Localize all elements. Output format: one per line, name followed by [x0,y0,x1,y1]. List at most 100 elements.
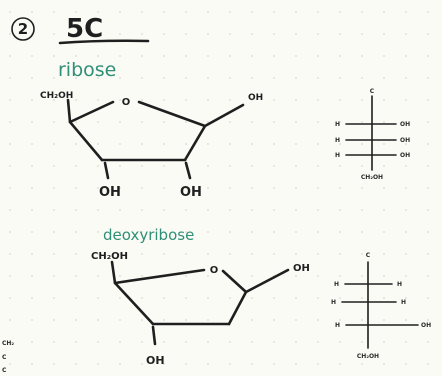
paper-dot [295,165,297,167]
ribose-bond-o-c1 [137,100,207,128]
paper-dot [9,253,11,255]
paper-dot [405,99,407,101]
paper-dot [405,77,407,79]
paper-dot [9,11,11,13]
paper-dot [361,33,363,35]
paper-dot [427,55,429,57]
paper-dot [163,121,165,123]
paper-dot [273,11,275,13]
paper-dot [383,143,385,145]
paper-dot [295,55,297,57]
paper-dot [53,77,55,79]
paper-dot [251,253,253,255]
paper-dot [53,165,55,167]
paper-dot [31,253,33,255]
ribose-fischer-projection: C H H H OH OH OH CH₂OH [335,88,410,181]
paper-dot [53,99,55,101]
paper-dot [339,143,341,145]
paper-dot [31,275,33,277]
paper-dot [9,341,11,343]
paper-dot [119,33,121,35]
paper-dot [163,143,165,145]
paper-dot [339,33,341,35]
paper-dot [295,253,297,255]
paper-dot [207,341,209,343]
paper-dot [207,55,209,57]
paper-dot [361,55,363,57]
paper-dot [317,121,319,123]
paper-dot [53,275,55,277]
paper-dot [9,363,11,365]
paper-dot [9,165,11,167]
paper-dot [317,33,319,35]
deoxyribose-fischer-right-2: H [401,299,406,306]
paper-dot [251,297,253,299]
paper-dot [295,363,297,365]
paper-dot [31,121,33,123]
paper-dot [295,143,297,145]
paper-dot [9,319,11,321]
paper-dot [141,99,143,101]
paper-dot [207,297,209,299]
paper-dot [119,297,121,299]
ribose-bond-c2-oh [184,161,192,180]
paper-dot [427,209,429,211]
paper-dot [317,341,319,343]
deoxyribose-c3-oh: OH [146,354,165,367]
paper-dot [427,231,429,233]
paper-dot [75,55,77,57]
ribose-fischer-left-1: H [335,121,340,128]
paper-dot [141,121,143,123]
paper-dot [185,121,187,123]
ribose-ch2oh: CH₂OH [40,91,73,101]
paper-dot [141,11,143,13]
paper-dot [75,77,77,79]
paper-dot [97,319,99,321]
ribose-title: ribose [58,59,116,81]
deoxyribose-anomeric-oh: OH [293,263,310,274]
paper-dot [97,363,99,365]
paper-dot [427,11,429,13]
paper-dot [31,11,33,13]
paper-dot [339,77,341,79]
paper-dot [207,11,209,13]
paper-dot [97,231,99,233]
paper-dot [339,209,341,211]
paper-dot [383,165,385,167]
deoxyribose-bond-c2-c1 [227,290,248,326]
paper-dot [273,99,275,101]
paper-dot [317,77,319,79]
ribose-fischer-right-3: OH [400,152,410,159]
paper-dot [317,253,319,255]
paper-dot [163,341,165,343]
paper-dot [119,187,121,189]
paper-dot [9,275,11,277]
paper-dot [339,11,341,13]
paper-dot [273,121,275,123]
paper-dot [339,253,341,255]
paper-dot [119,275,121,277]
paper-dot [405,363,407,365]
paper-dot [31,187,33,189]
paper-dot [75,253,77,255]
paper-dot [251,121,253,123]
margin-note-line-3: C [2,367,7,374]
paper-dot [75,121,77,123]
paper-dot [31,297,33,299]
paper-dot [383,187,385,189]
paper-dot [405,253,407,255]
deoxyribose-ch2oh-bond [110,260,117,285]
ribose-anomeric-oh: OH [248,93,263,103]
paper-dot [427,363,429,365]
heading-number: 2 [18,20,28,38]
paper-dot [229,341,231,343]
ribose-bond-c4-c3 [68,120,104,162]
paper-dot [53,121,55,123]
paper-dot [75,143,77,145]
paper-dot [251,143,253,145]
paper-dot [383,77,385,79]
paper-dot [295,231,297,233]
paper-dot [339,231,341,233]
paper-dot [97,165,99,167]
